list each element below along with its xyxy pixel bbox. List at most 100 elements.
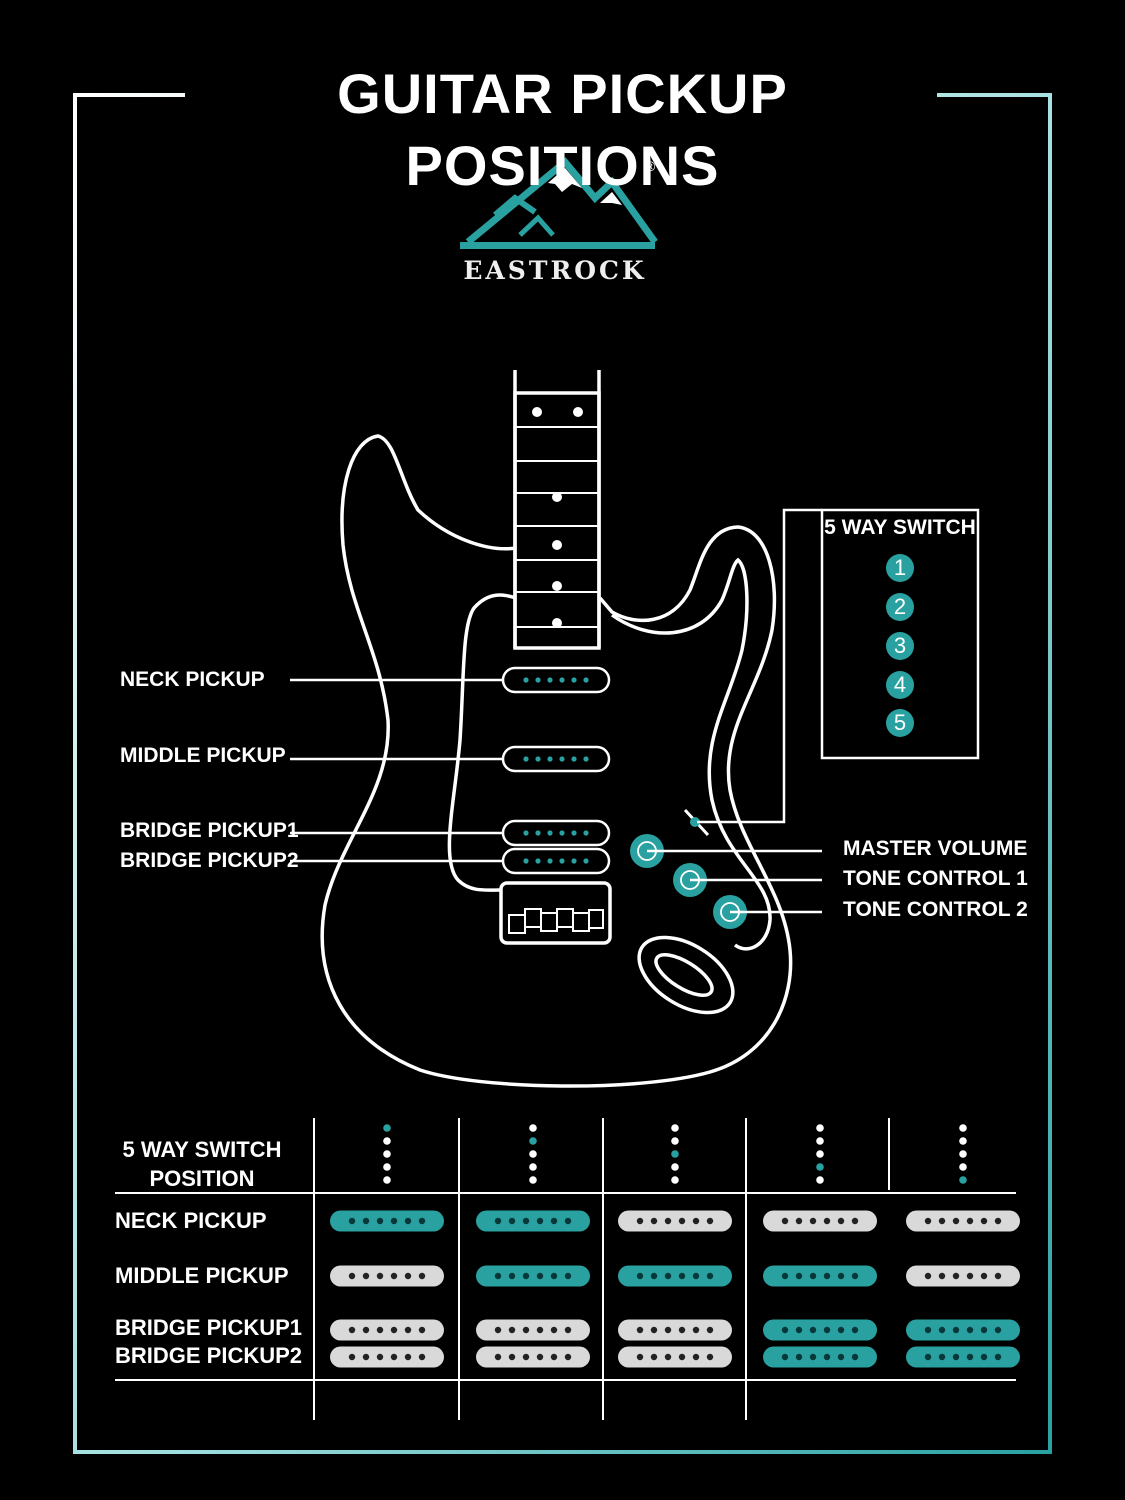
pickup-outline bbox=[501, 666, 611, 694]
table-pickup-cell bbox=[763, 1319, 877, 1341]
pickup-shape bbox=[763, 1319, 877, 1341]
position-dot bbox=[816, 1176, 824, 1184]
pole-piece bbox=[362, 1326, 370, 1334]
pole-piece bbox=[980, 1217, 988, 1225]
pole-piece bbox=[938, 1353, 946, 1361]
position-dot bbox=[383, 1150, 391, 1158]
pole-piece bbox=[952, 1326, 960, 1334]
pole-piece bbox=[547, 830, 553, 836]
pole-piece bbox=[678, 1353, 686, 1361]
pole-piece bbox=[535, 756, 541, 762]
pickup-shape bbox=[618, 1346, 732, 1368]
pole-piece bbox=[362, 1272, 370, 1280]
fret-inlay bbox=[552, 618, 562, 628]
switch-position-column-2 bbox=[529, 1124, 537, 1184]
pole-piece bbox=[809, 1217, 817, 1225]
pole-piece bbox=[390, 1353, 398, 1361]
pole-piece bbox=[362, 1353, 370, 1361]
table-pickup-cell bbox=[906, 1346, 1020, 1368]
pole-piece bbox=[938, 1326, 946, 1334]
pole-piece bbox=[536, 1272, 544, 1280]
pole-piece bbox=[494, 1326, 502, 1334]
switch-position-indicators bbox=[383, 1124, 967, 1184]
pole-piece bbox=[678, 1326, 686, 1334]
pole-piece bbox=[376, 1272, 384, 1280]
pole-piece bbox=[571, 830, 577, 836]
pole-piece bbox=[650, 1217, 658, 1225]
position-dot bbox=[383, 1176, 391, 1184]
table-pickup-cell bbox=[476, 1319, 590, 1341]
pole-piece bbox=[938, 1217, 946, 1225]
table-pickup-cell bbox=[330, 1319, 444, 1341]
pickup-shape bbox=[906, 1210, 1020, 1232]
pole-piece bbox=[564, 1353, 572, 1361]
pole-piece bbox=[508, 1272, 516, 1280]
pole-piece bbox=[650, 1326, 658, 1334]
mountain-logo-icon bbox=[460, 157, 658, 249]
pole-piece bbox=[924, 1353, 932, 1361]
pole-piece bbox=[664, 1272, 672, 1280]
pole-piece bbox=[508, 1353, 516, 1361]
pole-piece bbox=[851, 1353, 859, 1361]
pole-piece bbox=[795, 1326, 803, 1334]
pole-piece bbox=[692, 1326, 700, 1334]
pole-piece bbox=[837, 1272, 845, 1280]
pole-piece bbox=[650, 1272, 658, 1280]
position-dot bbox=[959, 1137, 967, 1145]
pickup-shape bbox=[330, 1319, 444, 1341]
five-way-switch-lever bbox=[683, 808, 710, 837]
pole-piece bbox=[535, 830, 541, 836]
pole-piece bbox=[536, 1217, 544, 1225]
pole-piece bbox=[571, 756, 577, 762]
pole-piece bbox=[404, 1272, 412, 1280]
pickup-shape bbox=[476, 1210, 590, 1232]
switch-box bbox=[820, 508, 980, 760]
pole-piece bbox=[809, 1272, 817, 1280]
table-pickup-cell bbox=[330, 1210, 444, 1232]
pole-piece bbox=[966, 1272, 974, 1280]
pole-piece bbox=[494, 1353, 502, 1361]
pickup-shape bbox=[476, 1265, 590, 1287]
pole-piece bbox=[795, 1353, 803, 1361]
pole-piece bbox=[781, 1272, 789, 1280]
table-pickup-cell bbox=[330, 1346, 444, 1368]
pole-piece bbox=[823, 1217, 831, 1225]
pole-piece bbox=[522, 1326, 530, 1334]
table-pickup-cell bbox=[763, 1210, 877, 1232]
pole-piece bbox=[348, 1353, 356, 1361]
pole-piece bbox=[535, 677, 541, 683]
pole-piece bbox=[851, 1272, 859, 1280]
table-pickup-cell bbox=[618, 1265, 732, 1287]
pole-piece bbox=[418, 1272, 426, 1280]
pole-piece bbox=[636, 1272, 644, 1280]
pole-piece bbox=[636, 1353, 644, 1361]
switch-position-column-5 bbox=[959, 1124, 967, 1184]
pickup-shape bbox=[476, 1346, 590, 1368]
pickup-shape bbox=[763, 1210, 877, 1232]
pole-piece bbox=[362, 1217, 370, 1225]
position-dot bbox=[529, 1150, 537, 1158]
position-dot bbox=[816, 1124, 824, 1132]
middle-pickup bbox=[501, 745, 611, 773]
switch-position-2: 2 bbox=[886, 593, 914, 621]
pole-piece bbox=[952, 1353, 960, 1361]
pole-piece bbox=[664, 1217, 672, 1225]
switch-position-column-1 bbox=[383, 1124, 391, 1184]
pole-piece bbox=[494, 1272, 502, 1280]
pole-piece bbox=[348, 1326, 356, 1334]
position-dot bbox=[959, 1163, 967, 1171]
switch-position-4: 4 bbox=[886, 671, 914, 699]
pole-piece bbox=[664, 1326, 672, 1334]
switch-box-title: 5 WAY SWITCH bbox=[824, 516, 976, 539]
pole-piece bbox=[795, 1217, 803, 1225]
pole-piece bbox=[851, 1217, 859, 1225]
table-pickup-cell bbox=[476, 1346, 590, 1368]
pole-piece bbox=[980, 1353, 988, 1361]
neck-pickup bbox=[501, 666, 611, 694]
pole-piece bbox=[823, 1326, 831, 1334]
pole-piece bbox=[583, 830, 589, 836]
registered-mark: ® bbox=[645, 158, 656, 174]
table-pickup-cell bbox=[763, 1346, 877, 1368]
pole-piece bbox=[706, 1217, 714, 1225]
table-pickup-cell bbox=[618, 1346, 732, 1368]
